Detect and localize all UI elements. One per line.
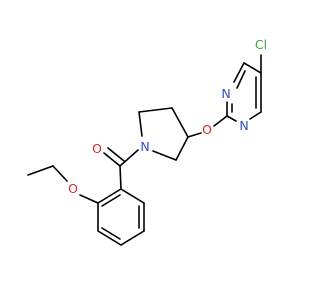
bond <box>236 70 246 89</box>
bond <box>119 149 139 167</box>
bond <box>138 111 143 137</box>
bond <box>79 194 99 204</box>
bond <box>243 62 262 74</box>
bond <box>213 115 228 127</box>
bond <box>175 136 189 161</box>
bond <box>101 194 121 207</box>
oxygen-atom-label: O <box>68 181 78 196</box>
pyrimidine-ring <box>226 62 262 122</box>
nitrogen-atom-label: N <box>221 86 230 101</box>
bond <box>119 165 122 190</box>
bond <box>107 147 125 162</box>
bond <box>249 111 262 120</box>
bond <box>226 115 237 122</box>
bond <box>120 188 145 204</box>
molecule-structure: Cl N N O N O O <box>0 0 300 300</box>
bond <box>187 132 202 138</box>
bond <box>120 230 145 246</box>
bond <box>152 150 177 161</box>
bond <box>52 165 68 182</box>
nitrogen-atom-label: N <box>239 118 248 133</box>
oxygen-atom-label: O <box>202 122 212 137</box>
bond <box>171 107 189 138</box>
chlorine-atom-label: Cl <box>255 37 267 52</box>
pyrrolidine-ring <box>138 107 189 161</box>
oxygen-atom-label: O <box>92 141 102 156</box>
bond <box>233 62 245 83</box>
structure-canvas: Cl N N O N O O <box>0 0 300 300</box>
bond <box>27 165 54 176</box>
bond <box>101 227 121 240</box>
bond <box>103 152 121 167</box>
benzene-ring <box>97 188 145 246</box>
bond <box>138 107 173 113</box>
nitrogen-atom-label: N <box>140 139 149 154</box>
background <box>0 0 300 300</box>
bond <box>97 188 122 204</box>
bond <box>97 230 122 246</box>
